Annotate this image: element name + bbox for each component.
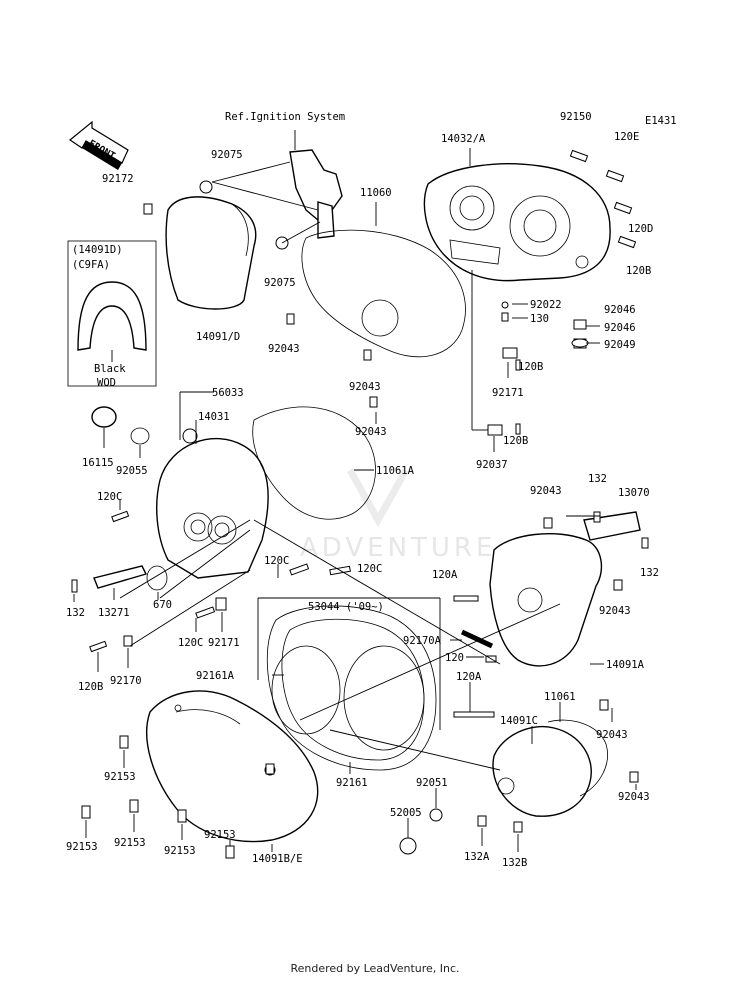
part-label: 11060 — [360, 187, 392, 199]
cover-14091d — [165, 196, 257, 310]
part-label: 92043 — [355, 426, 387, 438]
part-label: 52005 — [390, 807, 422, 819]
front-arrow-icon: FRONT — [68, 120, 129, 170]
part-label: 92170A — [403, 635, 442, 647]
part-label: 92022 — [530, 299, 562, 311]
part-label: 120B — [78, 681, 103, 693]
part-label: 92037 — [476, 459, 508, 471]
part-label: 120 — [445, 652, 464, 664]
watermark: ADVENTURE — [300, 533, 496, 563]
fasteners — [71, 149, 649, 859]
part-label: 13070 — [618, 487, 650, 499]
part-label: 14091C — [500, 715, 538, 727]
inset-part-number: (14091D) — [72, 244, 123, 256]
part-label: 92046 — [604, 322, 636, 334]
inset-color-name: Black — [94, 363, 126, 375]
inner-cover-14031 — [156, 428, 269, 579]
plate-13271 — [93, 565, 168, 591]
part-label: 11061A — [376, 465, 415, 477]
part-label: 130 — [530, 313, 549, 325]
part-label: 53044 ('09~) — [308, 601, 384, 613]
part-label: 92170 — [110, 675, 142, 687]
part-label: 120B — [518, 361, 543, 373]
part-label: 92153 — [104, 771, 136, 783]
part-label: 92046 — [604, 304, 636, 316]
part-label: 14091A — [606, 659, 645, 671]
part-label: 92075 — [264, 277, 296, 289]
part-label: 120C — [357, 563, 382, 575]
ignition-bracket — [199, 149, 343, 250]
part-label: 132 — [640, 567, 659, 579]
inset-box: (14091D) (C9FA) Black WOD — [67, 240, 157, 389]
part-label: 14032/A — [441, 133, 486, 145]
watermark-logo — [346, 468, 410, 528]
diagram-code: E1431 — [645, 115, 677, 127]
part-label: 670 — [153, 599, 172, 611]
part-label: 132A — [464, 851, 490, 863]
part-label: 92049 — [604, 339, 636, 351]
part-label: 56033 — [212, 387, 244, 399]
part-label: 120B — [503, 435, 528, 447]
part-label: 92150 — [560, 111, 592, 123]
part-label: 132 — [66, 607, 85, 619]
part-label: 11061 — [544, 691, 576, 703]
part-label: 92153 — [164, 845, 196, 857]
part-label: 92172 — [102, 173, 134, 185]
part-label: 92043 — [596, 729, 628, 741]
part-label: 92043 — [530, 485, 562, 497]
reference-note: Ref.Ignition System — [225, 111, 345, 123]
part-label: 92075 — [211, 149, 243, 161]
part-label: 92043 — [349, 381, 381, 393]
part-label: 120B — [626, 265, 651, 277]
part-label: 13271 — [98, 607, 130, 619]
gasket-11061a — [252, 406, 376, 520]
part-label: 92043 — [599, 605, 631, 617]
part-label: 14091B/E — [252, 853, 303, 865]
crankcase-cover-14032a — [423, 163, 611, 282]
footer-credit: Rendered by LeadVenture, Inc. — [290, 962, 460, 975]
part-label: 120E — [614, 131, 639, 143]
part-label: 92171 — [208, 637, 240, 649]
cover-14091c — [399, 719, 608, 855]
leader-lines — [73, 130, 637, 852]
part-label: 92153 — [114, 837, 146, 849]
part-label: 92161 — [336, 777, 368, 789]
part-label: 132B — [502, 857, 527, 869]
cap-16115 — [91, 406, 150, 445]
part-label: 92051 — [416, 777, 448, 789]
part-label: 120C — [97, 491, 122, 503]
part-label: 92043 — [268, 343, 300, 355]
part-label: 120D — [628, 223, 653, 235]
part-label: 120C — [178, 637, 203, 649]
part-label: 120A — [456, 671, 482, 683]
part-label: 92161A — [196, 670, 235, 682]
part-labels: 92172 92075 92075 14091/D 11060 14032/A … — [66, 111, 659, 869]
part-label: 92043 — [618, 791, 650, 803]
part-label: 120A — [432, 569, 458, 581]
part-label: 14031 — [198, 411, 230, 423]
part-label: 92171 — [492, 387, 524, 399]
part-label: 92153 — [66, 841, 98, 853]
inset-suffix: WOD — [97, 377, 116, 389]
gasket-11060 — [301, 229, 466, 358]
part-label: 14091/D — [196, 331, 240, 343]
part-label: 16115 — [82, 457, 114, 469]
part-label: 92153 — [204, 829, 236, 841]
inset-color-code: (C9FA) — [72, 259, 110, 271]
part-label: 132 — [588, 473, 607, 485]
part-label: 92055 — [116, 465, 148, 477]
part-label: 120C — [264, 555, 289, 567]
